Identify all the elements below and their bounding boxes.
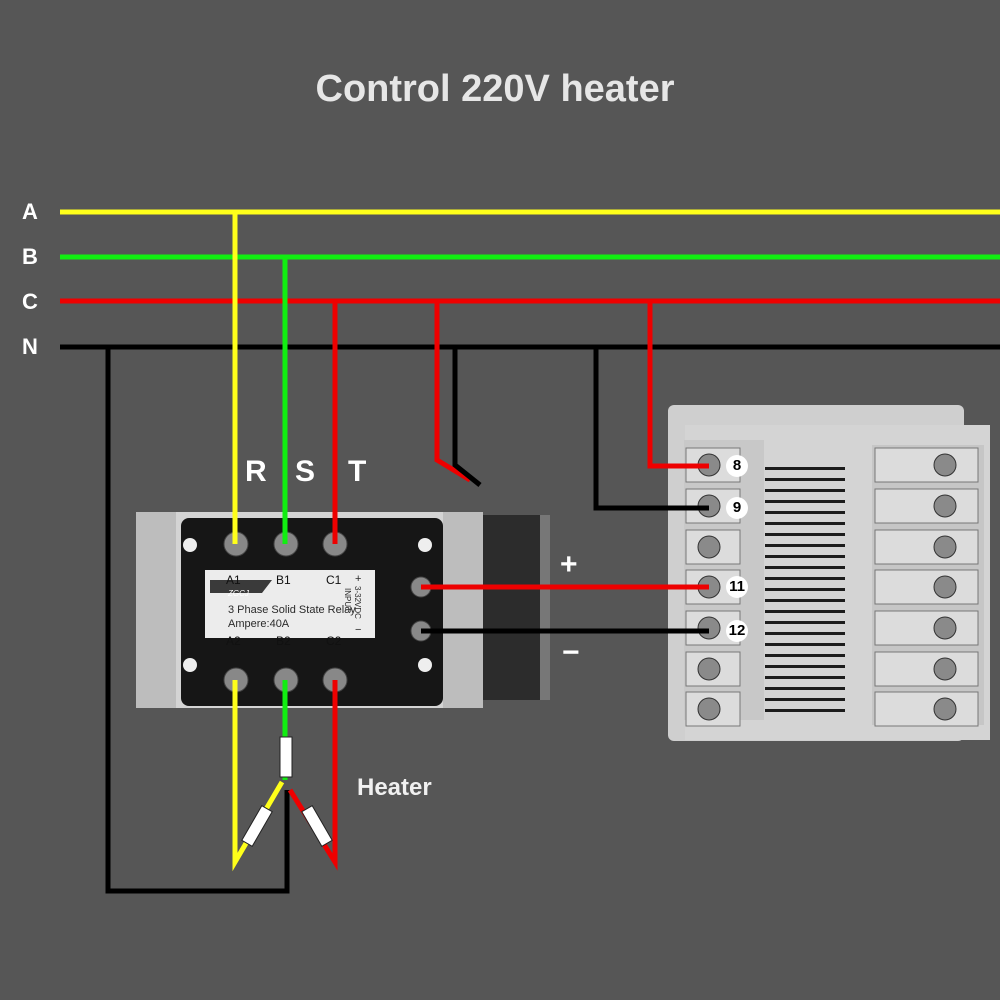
wire-n-loop	[105, 347, 290, 894]
temperature-controller	[668, 405, 990, 741]
plus-sign: +	[560, 548, 578, 581]
phase-label-s: S	[295, 455, 316, 488]
wire-c-to-terminal-8	[647, 301, 709, 469]
bus-label-b: B	[22, 244, 38, 269]
terminal-label-c1: C1	[326, 573, 342, 587]
terminal-label-b2: B2	[276, 634, 291, 648]
terminal-number-11: 11	[726, 576, 748, 598]
bus-lines	[60, 209, 1000, 350]
terminal-number-12: 12	[726, 620, 748, 642]
terminal-label-a2: A2	[226, 634, 241, 648]
wire-n-to-terminal-9	[593, 347, 709, 511]
minus-sign: −	[562, 636, 580, 669]
bus-label-a: A	[22, 199, 38, 224]
terminal-label-c2: C2	[326, 634, 342, 648]
terminal-label-b1: B1	[276, 573, 291, 587]
heater-label: Heater	[357, 774, 432, 801]
relay-plus-mark: +	[355, 573, 362, 585]
solid-state-relay	[136, 512, 550, 708]
wire-c-to-fan	[434, 301, 472, 483]
relay-input-range: 3-32VDC	[353, 586, 362, 619]
relay-minus-mark: −	[355, 624, 362, 636]
terminal-number-8: 8	[726, 455, 748, 477]
terminal-label-a1: A1	[226, 573, 241, 587]
phase-label-t: T	[348, 455, 367, 488]
vent-grille	[765, 467, 845, 712]
heater-element	[241, 736, 333, 848]
terminal-number-9: 9	[726, 497, 748, 519]
bus-label-c: C	[22, 289, 38, 314]
relay-model: 3 Phase Solid State Relay	[228, 604, 356, 616]
bus-label-n: N	[22, 334, 38, 359]
relay-brand: ZGCJ	[228, 589, 249, 598]
phase-label-r: R	[245, 455, 267, 488]
wire-n-to-fan	[452, 347, 482, 487]
diagram-title: Control 220V heater	[315, 68, 675, 110]
controller-right-terminals	[874, 447, 979, 727]
relay-input-label: INPUT	[343, 588, 352, 612]
relay-rating: Ampere:40A	[228, 618, 290, 630]
